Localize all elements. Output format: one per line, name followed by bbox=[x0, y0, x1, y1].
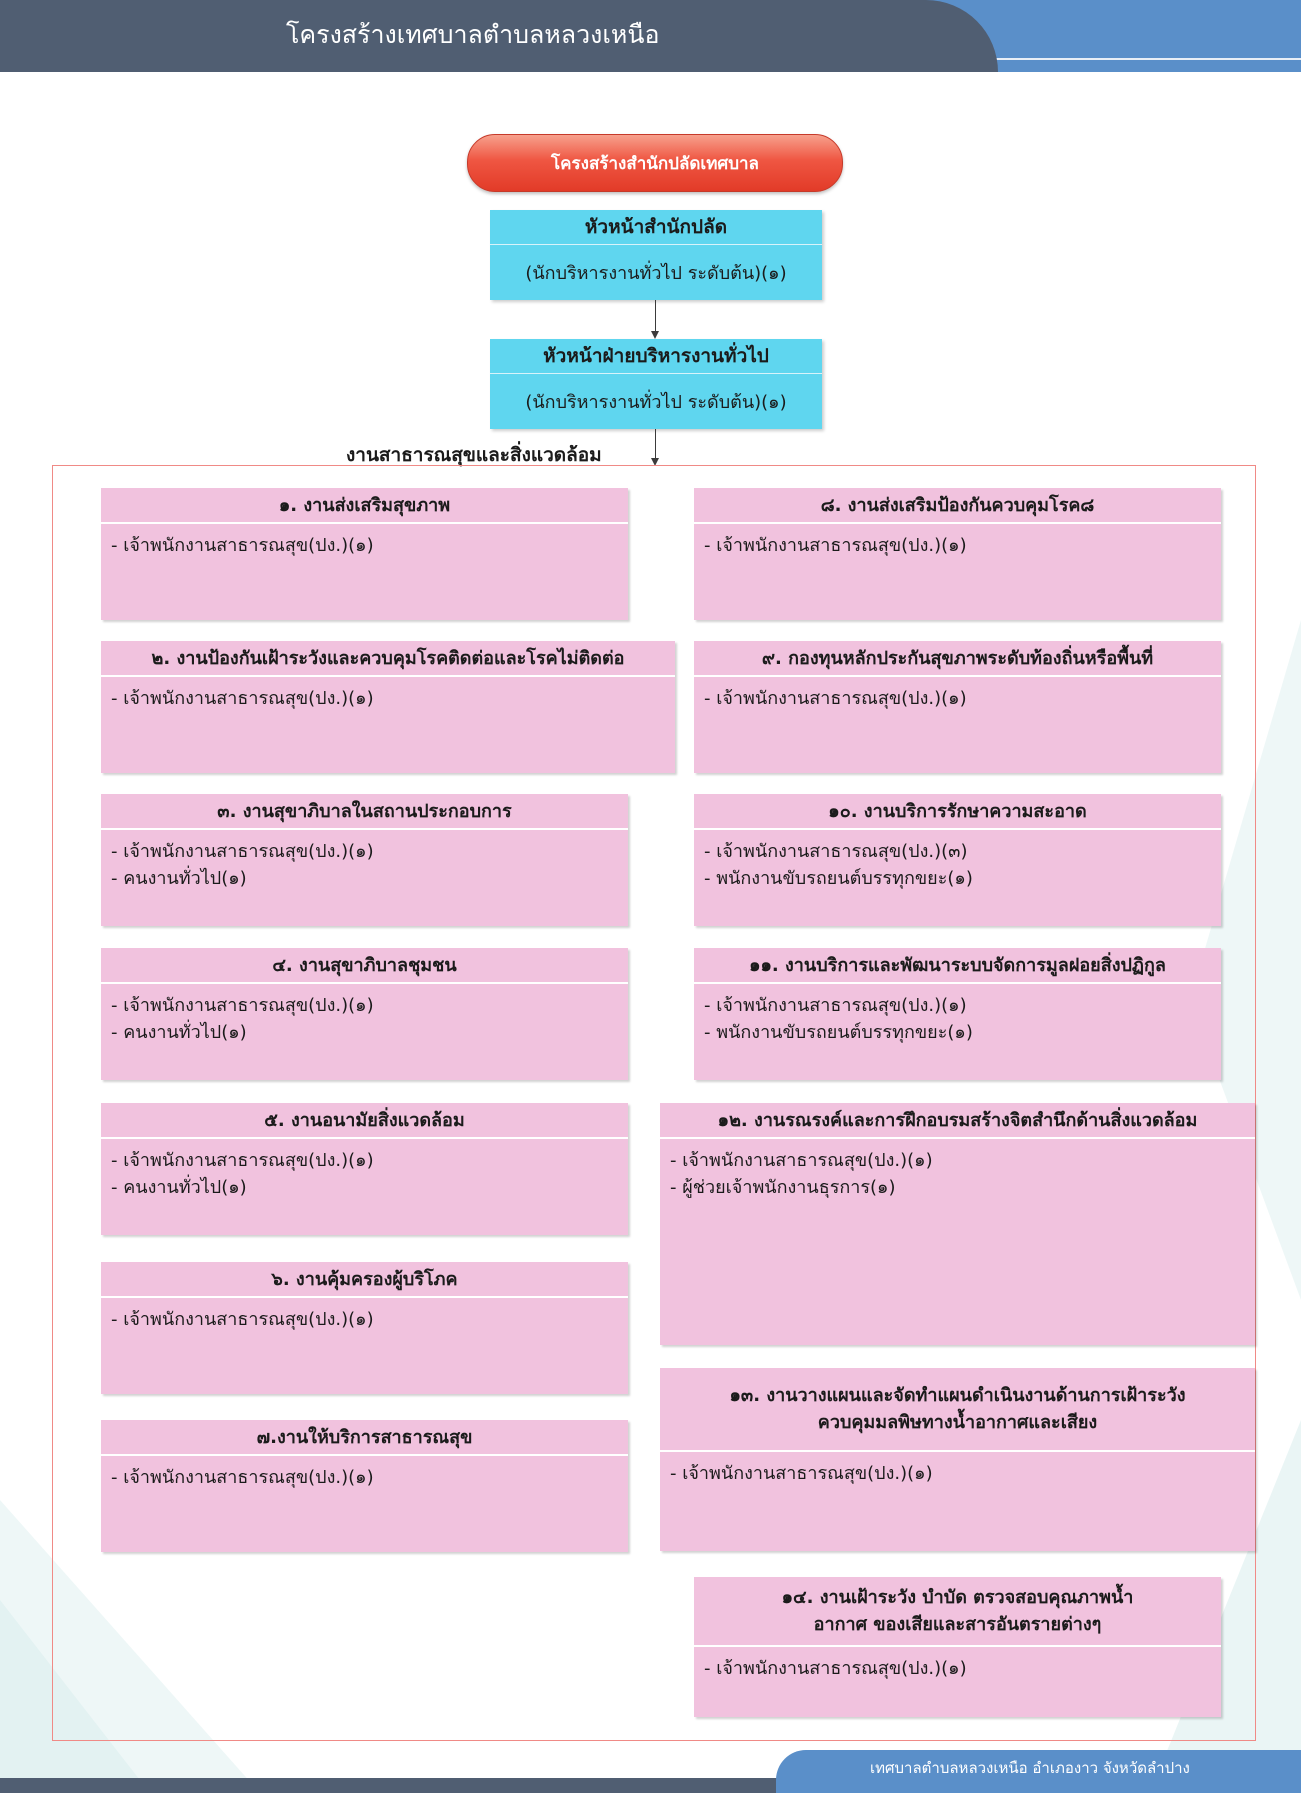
page-title: โครงสร้างเทศบาลตำบลหลวงเหนือ bbox=[286, 20, 660, 49]
unit-box-10: ๑๐. งานบริการรักษาความสะอาด - เจ้าพนักงา… bbox=[694, 794, 1221, 926]
unit-title: ๑๑. งานบริการและพัฒนาระบบจัดการมูลฝอยสิ่… bbox=[694, 948, 1221, 984]
connector-arrow bbox=[651, 331, 659, 339]
staff-item: - คนงานทั่วไป(๑) bbox=[111, 1177, 247, 1198]
staff-item: - เจ้าพนักงานสาธารณสุข(ปง.)(๑) bbox=[670, 1150, 933, 1171]
unit-title-line: ควบคุมมลพิษทางน้ำอากาศและเสียง bbox=[817, 1412, 1098, 1433]
unit-box-6: ๖. งานคุ้มครองผู้บริโภค - เจ้าพนักงานสาธ… bbox=[101, 1262, 628, 1394]
unit-box-12: ๑๒. งานรณรงค์และการฝึกอบรมสร้างจิตสำนึกด… bbox=[660, 1103, 1255, 1345]
unit-staff-list: - เจ้าพนักงานสาธารณสุข(ปง.)(๑) bbox=[694, 1647, 1221, 1682]
unit-box-9: ๙. กองทุนหลักประกันสุขภาพระดับท้องถิ่นหร… bbox=[694, 641, 1221, 773]
unit-title-line: อากาศ ของเสียและสารอันตรายต่างๆ bbox=[813, 1614, 1102, 1635]
staff-item: - เจ้าพนักงานสาธารณสุข(ปง.)(๓) bbox=[704, 841, 968, 862]
unit-staff-list: - เจ้าพนักงานสาธารณสุข(ปง.)(๑) bbox=[101, 1298, 628, 1333]
staff-item: - คนงานทั่วไป(๑) bbox=[111, 1022, 247, 1043]
chief-of-office-position: (นักบริหารงานทั่วไป ระดับต้น)(๑) bbox=[525, 263, 787, 284]
unit-box-7: ๗.งานให้บริการสาธารณสุข - เจ้าพนักงานสาธ… bbox=[101, 1420, 628, 1552]
unit-title-line: ๑๓. งานวางแผนและจัดทำแผนดำเนินงานด้านการ… bbox=[729, 1385, 1186, 1406]
footer-tab bbox=[776, 1750, 1301, 1793]
unit-title: ๒. งานป้องกันเฝ้าระวังและควบคุมโรคติดต่อ… bbox=[101, 641, 675, 677]
unit-title: ๗.งานให้บริการสาธารณสุข bbox=[101, 1420, 628, 1456]
unit-staff-list: - เจ้าพนักงานสาธารณสุข(ปง.)(๑) - คนงานทั… bbox=[101, 830, 628, 892]
unit-title: ๙. กองทุนหลักประกันสุขภาพระดับท้องถิ่นหร… bbox=[694, 641, 1221, 677]
staff-item: - เจ้าพนักงานสาธารณสุข(ปง.)(๑) bbox=[704, 995, 967, 1016]
connector-arrow bbox=[651, 458, 659, 466]
section-label: งานสาธารณสุขและสิ่งแวดล้อม bbox=[346, 444, 602, 466]
unit-staff-list: - เจ้าพนักงานสาธารณสุข(ปง.)(๓) - พนักงาน… bbox=[694, 830, 1221, 892]
unit-box-2: ๒. งานป้องกันเฝ้าระวังและควบคุมโรคติดต่อ… bbox=[101, 641, 675, 773]
unit-title: ๖. งานคุ้มครองผู้บริโภค bbox=[101, 1262, 628, 1298]
staff-item: - พนักงานขับรถยนต์บรรทุกขยะ(๑) bbox=[704, 868, 973, 889]
chief-of-office-box: หัวหน้าสำนักปลัด (นักบริหารงานทั่วไป ระด… bbox=[490, 210, 822, 300]
staff-item: - พนักงานขับรถยนต์บรรทุกขยะ(๑) bbox=[704, 1022, 973, 1043]
header-accent-line bbox=[990, 58, 1301, 60]
unit-title: ๑. งานส่งเสริมสุขภาพ bbox=[101, 488, 628, 524]
staff-item: - เจ้าพนักงานสาธารณสุข(ปง.)(๑) bbox=[670, 1463, 933, 1484]
unit-box-3: ๓. งานสุขาภิบาลในสถานประกอบการ - เจ้าพนั… bbox=[101, 794, 628, 926]
connector-line bbox=[655, 429, 656, 459]
unit-box-13: ๑๓. งานวางแผนและจัดทำแผนดำเนินงานด้านการ… bbox=[660, 1368, 1255, 1551]
staff-item: - เจ้าพนักงานสาธารณสุข(ปง.)(๑) bbox=[111, 1150, 374, 1171]
unit-title: ๑๓. งานวางแผนและจัดทำแผนดำเนินงานด้านการ… bbox=[660, 1368, 1255, 1452]
unit-title: ๑๒. งานรณรงค์และการฝึกอบรมสร้างจิตสำนึกด… bbox=[660, 1103, 1255, 1139]
general-admin-head-title: หัวหน้าฝ่ายบริหารงานทั่วไป bbox=[490, 339, 822, 374]
unit-title: ๑๔. งานเฝ้าระวัง บำบัด ตรวจสอบคุณภาพน้ำ … bbox=[694, 1577, 1221, 1647]
staff-item: - เจ้าพนักงานสาธารณสุข(ปง.)(๑) bbox=[111, 995, 374, 1016]
staff-item: - เจ้าพนักงานสาธารณสุข(ปง.)(๑) bbox=[111, 535, 374, 556]
header-bar bbox=[0, 0, 998, 72]
unit-staff-list: - เจ้าพนักงานสาธารณสุข(ปง.)(๑) bbox=[101, 524, 628, 559]
unit-title-line: ๑๔. งานเฝ้าระวัง บำบัด ตรวจสอบคุณภาพน้ำ bbox=[781, 1587, 1134, 1608]
section-frame bbox=[52, 465, 1256, 1741]
unit-staff-list: - เจ้าพนักงานสาธารณสุข(ปง.)(๑) - คนงานทั… bbox=[101, 984, 628, 1046]
staff-item: - เจ้าพนักงานสาธารณสุข(ปง.)(๑) bbox=[704, 535, 967, 556]
chief-of-office-title: หัวหน้าสำนักปลัด bbox=[490, 210, 822, 245]
unit-box-1: ๑. งานส่งเสริมสุขภาพ - เจ้าพนักงานสาธารณ… bbox=[101, 488, 628, 620]
staff-item: - เจ้าพนักงานสาธารณสุข(ปง.)(๑) bbox=[704, 688, 967, 709]
staff-item: - คนงานทั่วไป(๑) bbox=[111, 868, 247, 889]
unit-title: ๓. งานสุขาภิบาลในสถานประกอบการ bbox=[101, 794, 628, 830]
footer-text: เทศบาลตำบลหลวงเหนือ อำเภองาว จังหวัดลำปา… bbox=[870, 1759, 1190, 1777]
unit-title: ๔. งานสุขาภิบาลชุมชน bbox=[101, 948, 628, 984]
unit-box-11: ๑๑. งานบริการและพัฒนาระบบจัดการมูลฝอยสิ่… bbox=[694, 948, 1221, 1080]
unit-staff-list: - เจ้าพนักงานสาธารณสุข(ปง.)(๑) bbox=[101, 1456, 628, 1491]
staff-item: - ผู้ช่วยเจ้าพนักงานธุรการ(๑) bbox=[670, 1177, 896, 1198]
unit-staff-list: - เจ้าพนักงานสาธารณสุข(ปง.)(๑) - ผู้ช่วย… bbox=[660, 1139, 1255, 1201]
unit-staff-list: - เจ้าพนักงานสาธารณสุข(ปง.)(๑) bbox=[660, 1452, 1255, 1487]
unit-staff-list: - เจ้าพนักงานสาธารณสุข(ปง.)(๑) - คนงานทั… bbox=[101, 1139, 628, 1201]
general-admin-head-position: (นักบริหารงานทั่วไป ระดับต้น)(๑) bbox=[525, 392, 787, 413]
unit-box-14: ๑๔. งานเฝ้าระวัง บำบัด ตรวจสอบคุณภาพน้ำ … bbox=[694, 1577, 1221, 1717]
staff-item: - เจ้าพนักงานสาธารณสุข(ปง.)(๑) bbox=[111, 841, 374, 862]
unit-title: ๕. งานอนามัยสิ่งแวดล้อม bbox=[101, 1103, 628, 1139]
unit-title: ๘. งานส่งเสริมป้องกันควบคุมโรค๘ bbox=[694, 488, 1221, 524]
unit-box-8: ๘. งานส่งเสริมป้องกันควบคุมโรค๘ - เจ้าพน… bbox=[694, 488, 1221, 620]
staff-item: - เจ้าพนักงานสาธารณสุข(ปง.)(๑) bbox=[111, 688, 374, 709]
chart-title-pill: โครงสร้างสำนักปลัดเทศบาล bbox=[467, 134, 843, 192]
unit-title: ๑๐. งานบริการรักษาความสะอาด bbox=[694, 794, 1221, 830]
connector-line bbox=[655, 300, 656, 332]
unit-staff-list: - เจ้าพนักงานสาธารณสุข(ปง.)(๑) - พนักงาน… bbox=[694, 984, 1221, 1046]
unit-box-4: ๔. งานสุขาภิบาลชุมชน - เจ้าพนักงานสาธารณ… bbox=[101, 948, 628, 1080]
unit-box-5: ๕. งานอนามัยสิ่งแวดล้อม - เจ้าพนักงานสาธ… bbox=[101, 1103, 628, 1235]
staff-item: - เจ้าพนักงานสาธารณสุข(ปง.)(๑) bbox=[704, 1658, 967, 1679]
general-admin-head-box: หัวหน้าฝ่ายบริหารงานทั่วไป (นักบริหารงาน… bbox=[490, 339, 822, 429]
staff-item: - เจ้าพนักงานสาธารณสุข(ปง.)(๑) bbox=[111, 1467, 374, 1488]
unit-staff-list: - เจ้าพนักงานสาธารณสุข(ปง.)(๑) bbox=[694, 677, 1221, 712]
staff-item: - เจ้าพนักงานสาธารณสุข(ปง.)(๑) bbox=[111, 1309, 374, 1330]
unit-staff-list: - เจ้าพนักงานสาธารณสุข(ปง.)(๑) bbox=[694, 524, 1221, 559]
unit-staff-list: - เจ้าพนักงานสาธารณสุข(ปง.)(๑) bbox=[101, 677, 675, 712]
